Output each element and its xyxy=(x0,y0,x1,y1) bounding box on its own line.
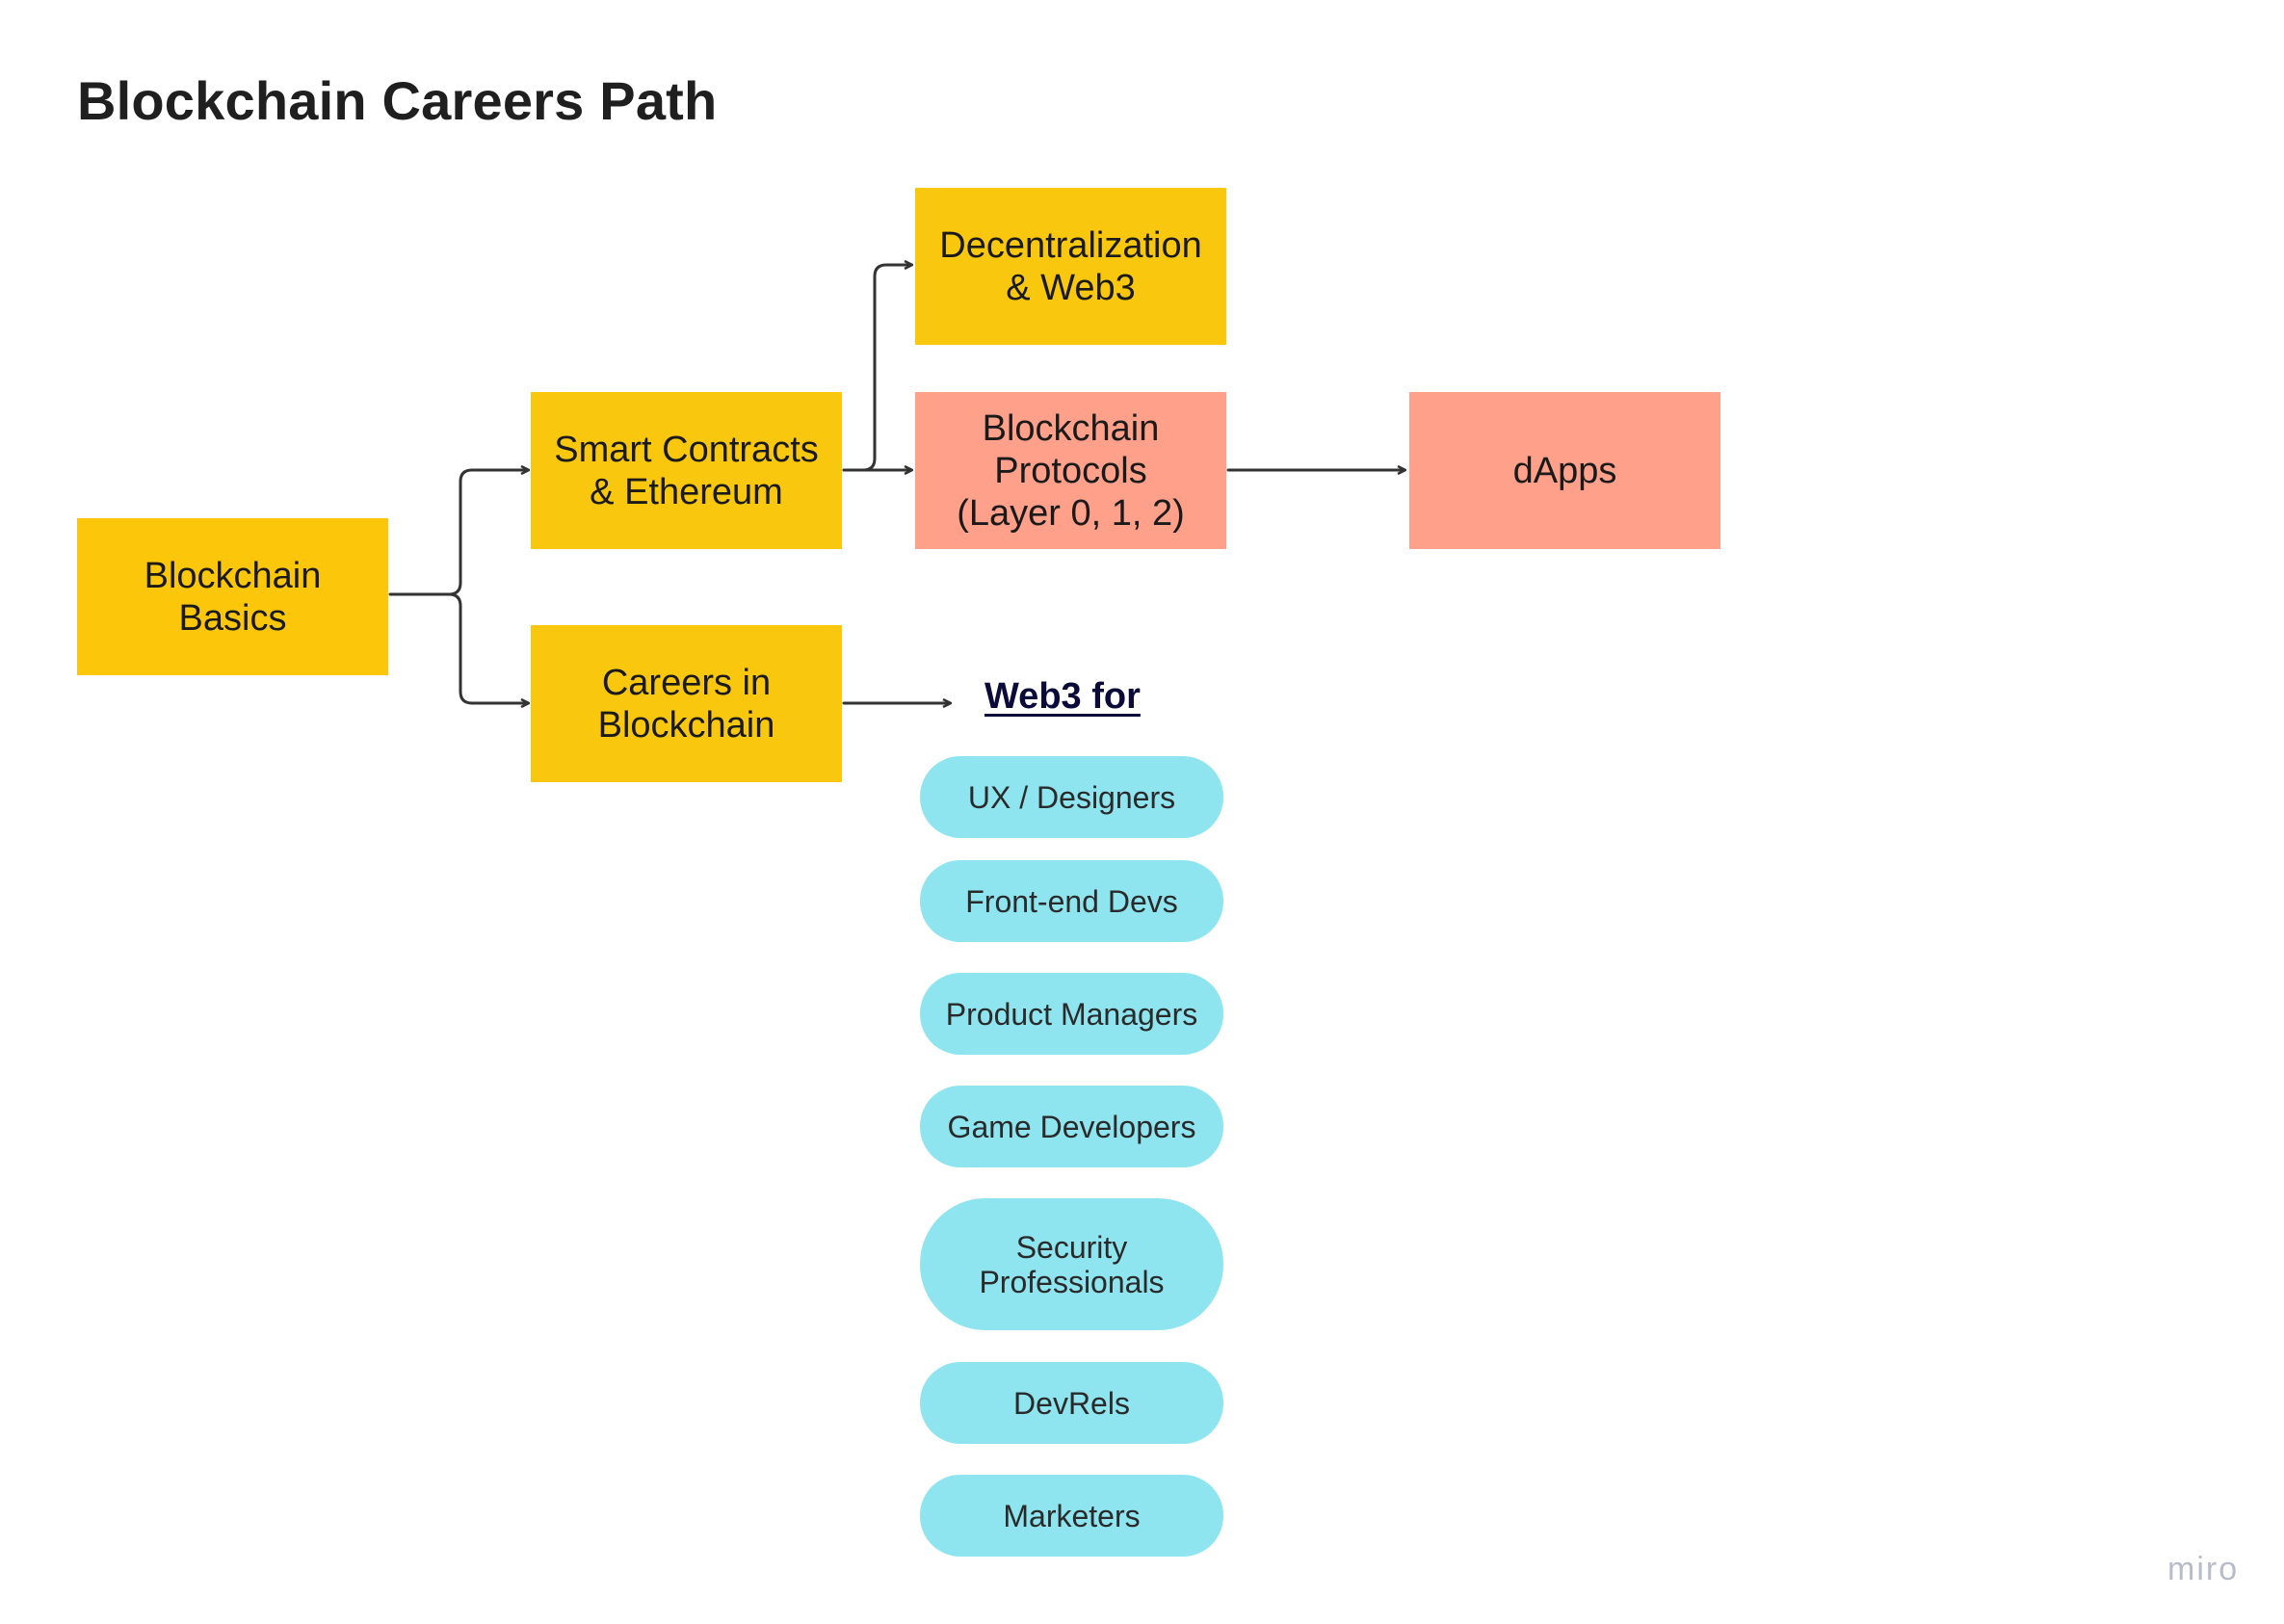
role-pill-game-developers[interactable]: Game Developers xyxy=(920,1086,1223,1167)
role-label: Marketers xyxy=(1003,1498,1141,1533)
role-pill-front-end-devs[interactable]: Front-end Devs xyxy=(920,860,1223,942)
web3-for-heading[interactable]: Web3 for xyxy=(984,676,1141,717)
role-label: Product Managers xyxy=(945,996,1198,1032)
role-label: DevRels xyxy=(1013,1385,1130,1421)
role-label: UX / Designers xyxy=(967,779,1176,815)
edge-basics-to-careers xyxy=(447,592,528,703)
node-careers-label: Careers in Blockchain xyxy=(597,662,775,746)
diagram-title: Blockchain Careers Path xyxy=(77,70,718,131)
role-label: Game Developers xyxy=(947,1109,1196,1144)
node-blockchain-basics[interactable]: Blockchain Basics xyxy=(77,518,388,675)
node-careers-in-blockchain[interactable]: Careers in Blockchain xyxy=(531,625,842,782)
node-decentralization-label: Decentralization & Web3 xyxy=(939,224,1202,308)
role-pill-ux-designers[interactable]: UX / Designers xyxy=(920,756,1223,838)
node-dapps-label: dApps xyxy=(1512,450,1617,491)
node-blockchain-protocols[interactable]: Blockchain Protocols (Layer 0, 1, 2) xyxy=(915,392,1226,549)
node-protocols-label: Blockchain Protocols (Layer 0, 1, 2) xyxy=(957,407,1185,534)
role-pill-devrels[interactable]: DevRels xyxy=(920,1362,1223,1444)
edge-smart-contracts-to-decentralization xyxy=(842,265,911,472)
node-smart-contracts-label: Smart Contracts & Ethereum xyxy=(554,429,819,512)
role-label: Security Professionals xyxy=(979,1229,1165,1299)
role-pill-security-professionals[interactable]: Security Professionals xyxy=(920,1198,1223,1330)
node-dapps[interactable]: dApps xyxy=(1409,392,1720,549)
node-smart-contracts[interactable]: Smart Contracts & Ethereum xyxy=(531,392,842,549)
edge-basics-to-smart-contracts xyxy=(388,470,528,596)
node-blockchain-basics-label: Blockchain Basics xyxy=(144,555,322,639)
node-decentralization-web3[interactable]: Decentralization & Web3 xyxy=(915,188,1226,345)
miro-logo: miro xyxy=(2167,1551,2240,1587)
role-pill-product-managers[interactable]: Product Managers xyxy=(920,973,1223,1055)
role-label: Front-end Devs xyxy=(965,883,1178,919)
role-pill-marketers[interactable]: Marketers xyxy=(920,1475,1223,1557)
